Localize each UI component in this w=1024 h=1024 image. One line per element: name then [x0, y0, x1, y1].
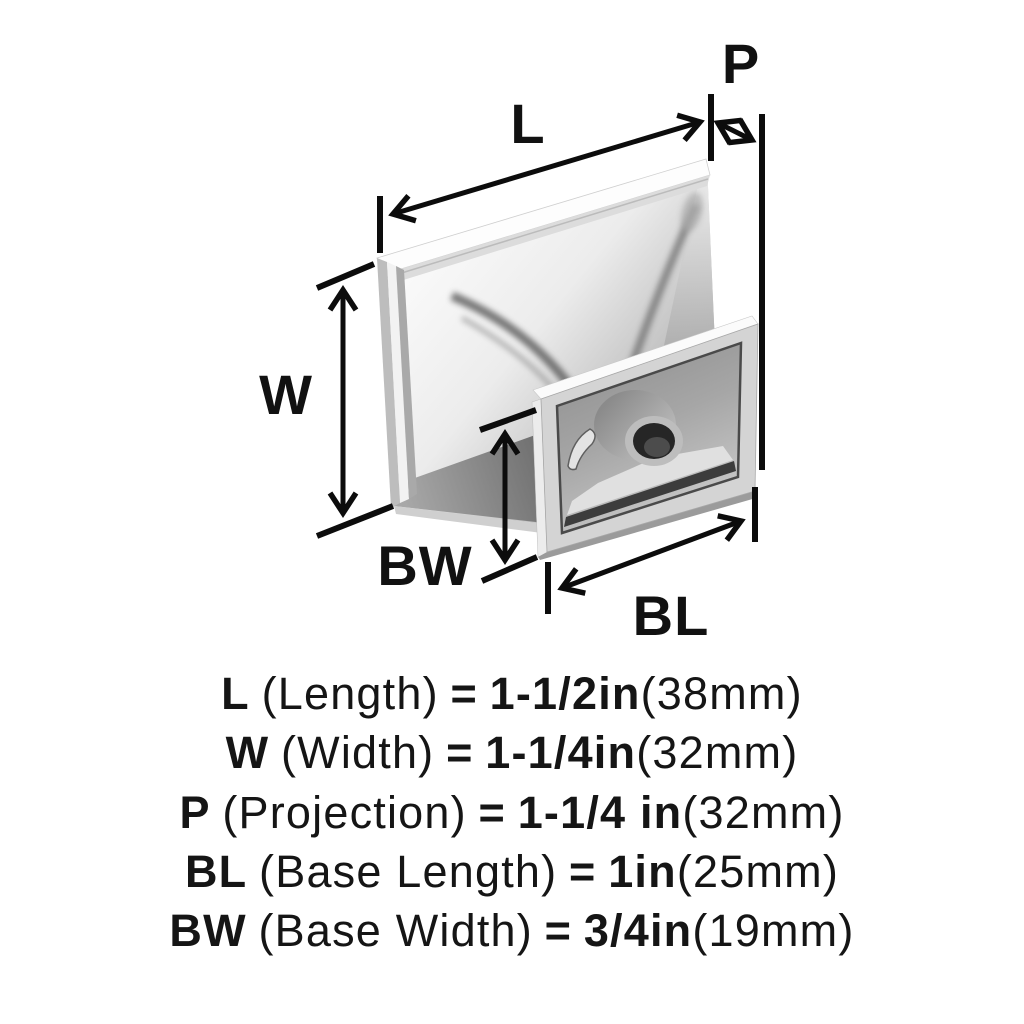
- projection-label: P: [722, 32, 760, 95]
- spec-term: (Base Width): [258, 905, 533, 957]
- spec-equals: =: [478, 786, 506, 838]
- projection-arrow: [713, 117, 757, 146]
- base-recess-floor: [567, 446, 733, 515]
- knob-illustration: [376, 158, 759, 560]
- width-tick-bottom: [315, 503, 395, 539]
- spec-line-base-length: BL(Base Length)=1in(25mm): [0, 842, 1024, 901]
- base-width-tick-top: [478, 407, 538, 433]
- spec-term: (Length): [261, 668, 439, 719]
- spec-abbr: P: [179, 786, 211, 838]
- knob-left-molding-outer: [377, 258, 400, 508]
- base-length-arrow: [557, 513, 746, 596]
- knob-dimension-drawing: L P W BW BL: [259, 32, 765, 647]
- length-arrow: [388, 112, 705, 224]
- spec-metric: (38mm): [640, 668, 803, 719]
- length-label: L: [510, 92, 545, 155]
- spec-abbr: L: [221, 668, 250, 719]
- spec-term: (Projection): [222, 786, 467, 838]
- screw-tip: [567, 428, 596, 471]
- spec-value: 1in: [608, 845, 677, 897]
- spec-line-length: L(Length)=1-1/2in(38mm): [0, 664, 1024, 723]
- base-width-tick-bottom: [480, 554, 539, 584]
- spec-equals: =: [569, 845, 597, 897]
- base-length-label: BL: [633, 584, 710, 647]
- spec-metric: (32mm): [636, 727, 799, 779]
- spec-value: 1-1/4 in: [517, 786, 683, 838]
- width-tick-top: [315, 261, 376, 291]
- base-recess-shadow-band: [564, 461, 736, 527]
- spec-abbr: BW: [169, 905, 247, 957]
- knob-left-molding-inner: [396, 266, 417, 499]
- knob-base: [531, 315, 759, 560]
- spec-metric: (32mm): [682, 786, 845, 838]
- knob-left-molding-mid: [387, 262, 409, 503]
- screw-hole-inner-light: [644, 437, 670, 457]
- spec-abbr: W: [225, 727, 270, 779]
- spec-equals: =: [450, 668, 478, 719]
- spec-value: 3/4in: [583, 905, 693, 957]
- spec-term: (Width): [280, 727, 435, 779]
- spec-abbr: BL: [184, 845, 248, 897]
- spec-metric: (19mm): [692, 905, 855, 957]
- spec-term: (Base Length): [259, 845, 558, 897]
- dimension-annotations: L P W BW BL: [259, 32, 765, 647]
- spec-metric: (25mm): [676, 845, 840, 897]
- base-width-label: BW: [377, 534, 472, 597]
- width-label: W: [259, 363, 313, 426]
- spec-value: 1-1/2in: [489, 668, 641, 719]
- spec-value: 1-1/4in: [485, 727, 637, 779]
- spec-equals: =: [544, 905, 573, 957]
- spec-line-projection: P(Projection)=1-1/4 in(32mm): [0, 783, 1024, 842]
- spec-list: L(Length)=1-1/2in(38mm) W(Width)=1-1/4in…: [0, 664, 1024, 960]
- spec-line-width: W(Width)=1-1/4in(32mm): [0, 723, 1024, 782]
- spec-equals: =: [446, 727, 474, 779]
- spec-line-base-width: BW(Base Width)=3/4in(19mm): [0, 901, 1024, 960]
